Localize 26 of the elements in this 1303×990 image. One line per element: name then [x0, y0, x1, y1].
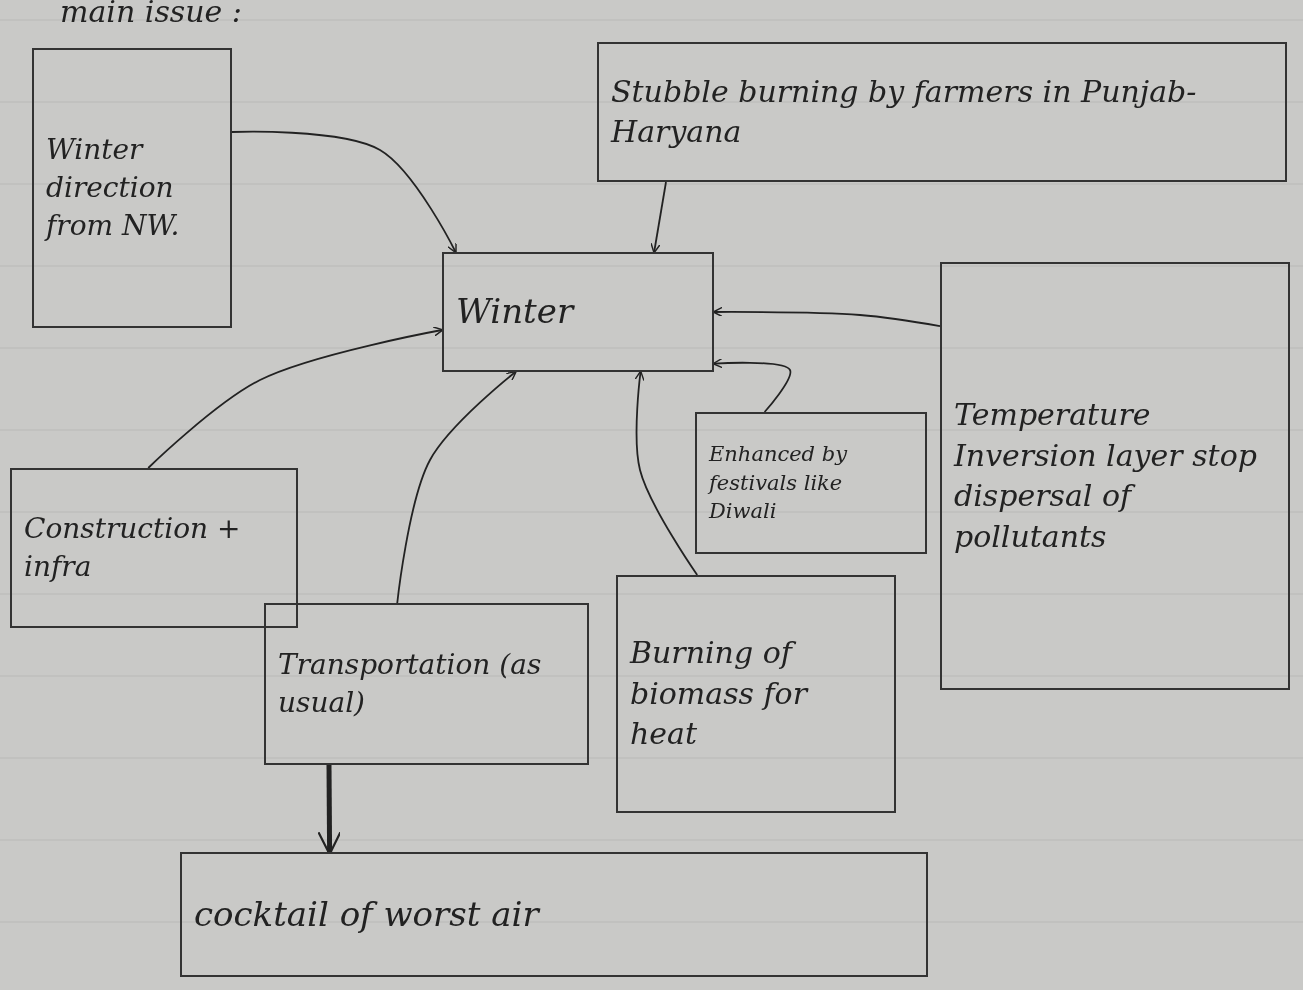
arrow	[712, 306, 941, 328]
node-text: Burning of biomass for heat	[630, 634, 810, 754]
arrow	[634, 370, 699, 576]
arrow	[650, 181, 667, 254]
text-box	[695, 412, 927, 554]
text-box	[597, 42, 1287, 182]
text-box	[442, 252, 714, 372]
text-box	[616, 575, 896, 813]
arrow	[147, 326, 444, 469]
node-text: cocktail of worst air	[194, 892, 542, 936]
node-text: Winter direction from NW.	[46, 132, 181, 244]
node-text: Enhanced by festivals like Diwali	[709, 441, 849, 526]
text-box	[940, 262, 1290, 690]
arrow	[712, 357, 792, 413]
node-text: Winter	[456, 290, 576, 334]
text-box	[264, 603, 589, 765]
node-text: Temperature Inversion layer stop dispersal of pollutants	[954, 396, 1258, 556]
node-text: Stubble burning by farmers in Punjab-Haryana	[611, 72, 1198, 151]
heading-note: main issue :	[60, 0, 242, 29]
arrow	[231, 130, 457, 254]
node-text: Transportation (as usual)	[278, 647, 543, 721]
arrow	[396, 370, 517, 604]
text-box	[180, 852, 928, 977]
text-box	[10, 468, 298, 628]
node-text: Construction + infra	[24, 511, 242, 585]
text-box	[32, 48, 232, 328]
